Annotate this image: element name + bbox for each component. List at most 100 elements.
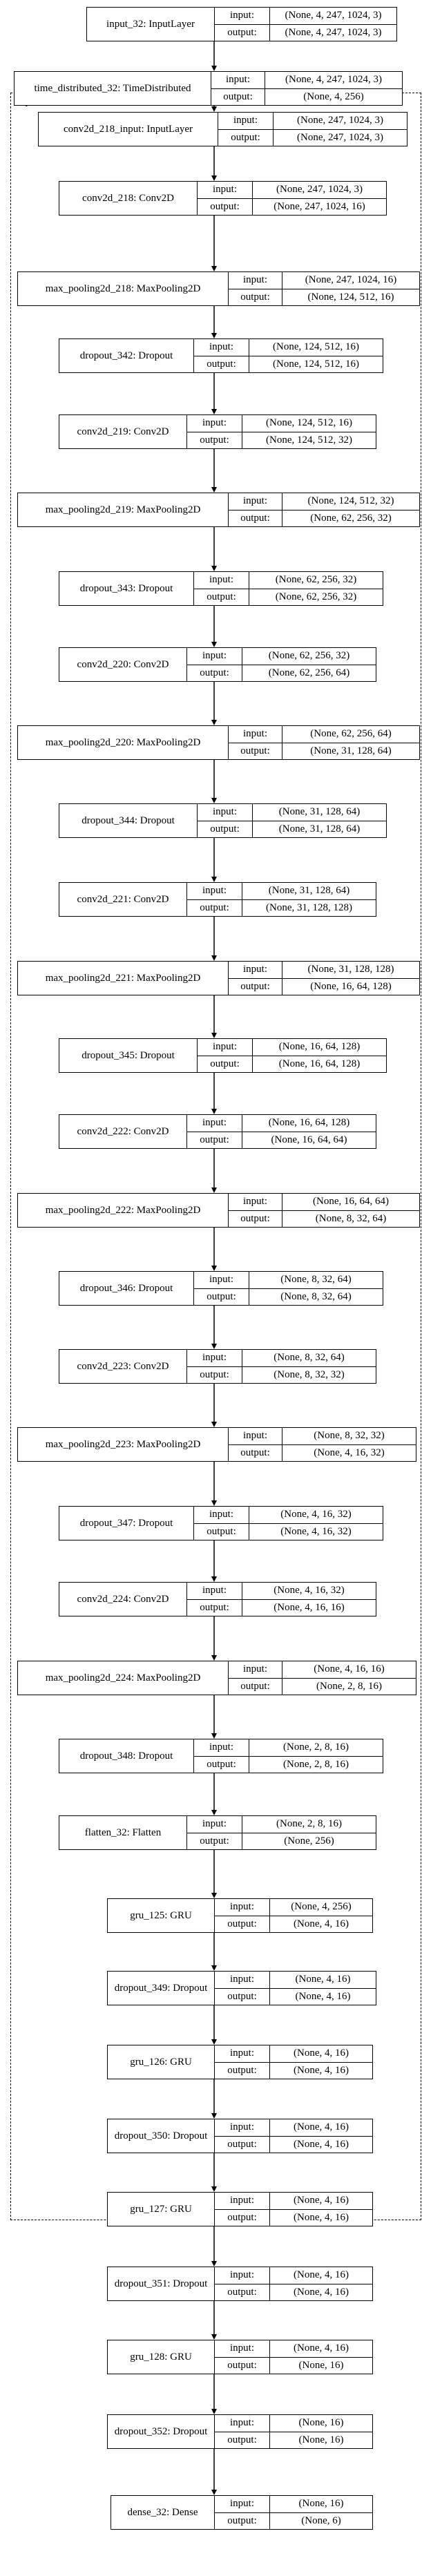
layer-output-row: output:(None, 2, 8, 16)	[194, 1755, 383, 1773]
output-label: output:	[215, 2136, 270, 2153]
layer-output-row: output:(None, 4, 256)	[211, 88, 402, 105]
edge-arrowhead	[211, 877, 217, 882]
input-label: input:	[187, 1816, 242, 1833]
layer-name: dropout_352: Dropout	[108, 2415, 215, 2448]
layer-name: flatten_32: Flatten	[59, 1816, 187, 1849]
layer-name: dropout_351: Dropout	[108, 2267, 215, 2300]
output-shape: (None, 2, 8, 16)	[316, 1680, 382, 1692]
layer-input-row: input:(None, 247, 1024, 3)	[218, 113, 407, 129]
edge-arrowhead	[211, 955, 217, 961]
layer-name: dropout_350: Dropout	[108, 2119, 215, 2153]
layer-name: max_pooling2d_224: MaxPooling2D	[18, 1661, 229, 1695]
layer-name: dropout_342: Dropout	[59, 339, 194, 372]
output-shape: (None, 4, 16)	[295, 1990, 351, 2002]
layer-name: conv2d_221: Conv2D	[59, 883, 187, 916]
input-shape: (None, 16)	[298, 2417, 344, 2429]
edge-arrowhead	[211, 1893, 217, 1898]
input-label: input:	[194, 1272, 249, 1288]
edge-arrowhead	[211, 2186, 217, 2192]
layer-output-row: output:(None, 16)	[215, 2356, 372, 2374]
input-shape: (None, 4, 16)	[294, 2343, 349, 2354]
layer-name: conv2d_218: Conv2D	[59, 182, 198, 215]
layer-name: max_pooling2d_223: MaxPooling2D	[18, 1428, 229, 1461]
layer-input-row: input:(None, 124, 512, 16)	[187, 415, 376, 432]
layer-input-row: input:(None, 16)	[215, 2496, 372, 2512]
output-shape: (None, 4, 16)	[294, 1918, 349, 1929]
input-shape: (None, 4, 16, 32)	[274, 1585, 345, 1596]
edge-arrowhead	[211, 1266, 217, 1271]
layer-name: dropout_344: Dropout	[59, 804, 198, 837]
output-shape: (None, 4, 16, 16)	[274, 1601, 345, 1613]
output-shape: (None, 31, 128, 64)	[278, 823, 361, 834]
output-shape: (None, 124, 512, 32)	[266, 434, 352, 446]
input-shape: (None, 4, 16)	[294, 2048, 349, 2059]
input-shape: (None, 4, 16)	[295, 1974, 351, 1985]
layer-name: gru_127: GRU	[108, 2193, 215, 2226]
input-shape: (None, 124, 512, 16)	[273, 341, 359, 353]
output-label: output:	[198, 821, 253, 837]
output-label: output:	[187, 899, 242, 916]
output-shape: (None, 6)	[301, 2515, 341, 2526]
input-label: input:	[229, 962, 282, 978]
layer-output-row: output: (None, 256)	[187, 1832, 376, 1849]
output-label: output:	[187, 1366, 242, 1383]
output-shape: (None, 8, 32, 32)	[274, 1368, 345, 1380]
edge-arrowhead	[211, 106, 217, 112]
output-label: output:	[187, 1132, 242, 1148]
layer-output-row: output:(None, 124, 512, 16)	[194, 355, 383, 372]
layer-output-row: output:(None, 4, 16, 32)	[194, 1523, 383, 1540]
input-label: input:	[194, 339, 249, 356]
layer-input-row: input:(None, 4, 16)	[215, 2045, 372, 2062]
input-label: input:	[198, 182, 253, 198]
output-shape: (None, 31, 128, 64)	[310, 745, 392, 756]
input-label: input:	[198, 1039, 253, 1056]
layer-output-row: output:(None, 16)	[215, 2431, 372, 2448]
layer-name: dropout_348: Dropout	[59, 1739, 194, 1773]
input-shape: (None, 4, 16, 32)	[280, 1509, 352, 1520]
edge-arrowhead	[211, 1422, 217, 1427]
input-label: input:	[198, 804, 253, 821]
input-label: input:	[187, 415, 242, 432]
output-label: output:	[215, 2209, 270, 2226]
edge-arrowhead	[211, 2409, 217, 2414]
edge-arrowhead	[211, 1733, 217, 1739]
layer-name: conv2d_219: Conv2D	[59, 415, 187, 448]
layer-name: max_pooling2d_222: MaxPooling2D	[18, 1194, 229, 1227]
layer-input-row: input:(None, 62, 256, 64)	[229, 726, 419, 743]
layer-output-row: output:(None, 16, 64, 128)	[198, 1055, 386, 1072]
output-shape: (None, 16)	[298, 2359, 344, 2371]
layer-input-row: input:(None, 16, 64, 128)	[187, 1115, 376, 1132]
layer-output-row: output:(None, 62, 256, 32)	[194, 588, 383, 605]
input-label: input:	[215, 2193, 270, 2209]
input-shape: (None, 4, 16, 16)	[314, 1663, 385, 1675]
input-label: input:	[194, 1739, 249, 1756]
layer-input-row: input:(None, 62, 256, 32)	[187, 648, 376, 665]
layer-name: dropout_346: Dropout	[59, 1272, 194, 1305]
input-label: input:	[211, 72, 265, 88]
layer-input-row: input:(None, 16, 64, 128)	[198, 1039, 386, 1056]
layer-output-row: output:(None, 247, 1024, 3)	[218, 128, 407, 146]
input-shape: (None, 62, 256, 32)	[268, 650, 350, 662]
output-shape: (None, 4, 16)	[294, 2286, 349, 2298]
layer-output-row: output:(None, 4, 16, 16)	[187, 1599, 376, 1616]
output-shape: (None, 256)	[284, 1835, 334, 1847]
layer-input-row: input:(None, 4, 16)	[215, 2193, 372, 2209]
layer-name: max_pooling2d_220: MaxPooling2D	[18, 726, 229, 759]
output-label: output:	[187, 1833, 242, 1849]
layer-output-row: output:(None, 4, 16, 32)	[229, 1444, 416, 1461]
layer-output-row: output:(None, 16, 64, 64)	[187, 1131, 376, 1148]
input-shape: (None, 31, 128, 64)	[278, 806, 361, 818]
layer-output-row: output:(None, 4, 16)	[215, 1915, 372, 1932]
